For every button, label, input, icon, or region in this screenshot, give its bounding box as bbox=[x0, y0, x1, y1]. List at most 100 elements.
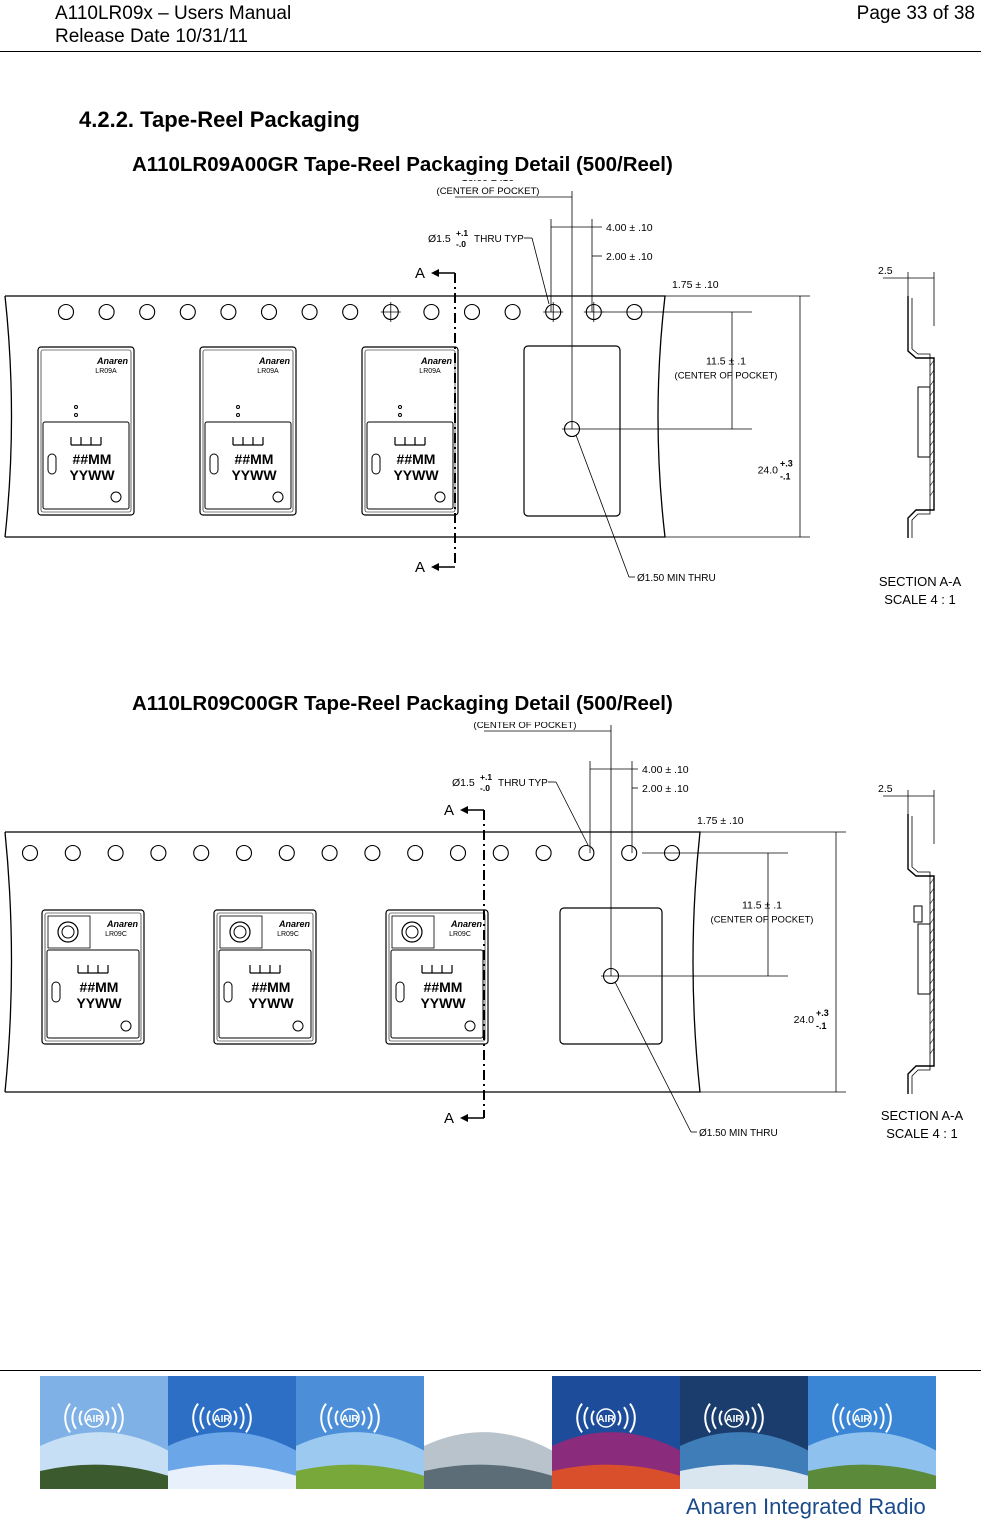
sprocket-hole bbox=[321, 844, 338, 862]
hole-leader bbox=[531, 237, 550, 305]
hatch-line bbox=[929, 1047, 935, 1055]
signal-arc-right bbox=[629, 1403, 636, 1433]
banner-foreground bbox=[424, 1464, 553, 1489]
hole-callout-text: Ø1.5 bbox=[452, 777, 475, 789]
banner-foreground bbox=[680, 1464, 809, 1489]
air-badge-ring bbox=[468, 1408, 488, 1428]
module-brand-label: Anaren bbox=[96, 356, 129, 366]
section-title-text: SECTION A-A bbox=[879, 574, 962, 589]
module-model-label: LR09C bbox=[105, 931, 127, 938]
footer-divider bbox=[0, 1370, 981, 1371]
signal-arc-right bbox=[373, 1403, 380, 1433]
air-badge-text: AIR bbox=[341, 1414, 359, 1425]
hatch-line bbox=[929, 449, 935, 457]
sprocket-hole bbox=[220, 303, 237, 321]
banner-photo-tile: AIR bbox=[40, 1376, 169, 1489]
module-corner-mark bbox=[120, 1020, 132, 1032]
module-code2: YYWW bbox=[69, 467, 115, 483]
module-shield bbox=[218, 949, 312, 1039]
signal-arc-right bbox=[617, 1410, 622, 1426]
section-marker-top: A bbox=[415, 265, 425, 282]
banner-photo-tile: AIR bbox=[808, 1376, 936, 1489]
module-oval-mark bbox=[371, 453, 381, 475]
module-connector-core bbox=[405, 925, 419, 939]
min-thru-text: Ø1.50 MIN THRU bbox=[637, 573, 716, 584]
module-shield bbox=[366, 421, 454, 510]
carrier-section-profile bbox=[907, 296, 935, 538]
module-corner-mark bbox=[464, 1020, 476, 1032]
module-oval-mark bbox=[209, 453, 219, 475]
hatch-line bbox=[929, 479, 935, 487]
hatch-line bbox=[929, 379, 935, 387]
module-code2: YYWW bbox=[248, 995, 294, 1011]
section-scale-text: SCALE 4 : 1 bbox=[884, 592, 956, 607]
arrowhead bbox=[460, 1114, 468, 1122]
module-model-label: LR09C bbox=[277, 931, 299, 938]
edge-dim-text: 1.75 ± .10 bbox=[697, 815, 744, 827]
hatch-line bbox=[929, 977, 935, 985]
hatch-line bbox=[929, 997, 935, 1005]
tape-width-tol-plus: +.3 bbox=[780, 459, 793, 469]
header-divider bbox=[0, 51, 981, 52]
module-code1: ##MM bbox=[80, 979, 119, 995]
hatch-line bbox=[929, 469, 935, 477]
hole-tol-minus: -.0 bbox=[480, 783, 490, 793]
hole-note-text: THRU TYP bbox=[498, 778, 548, 789]
page-number: Page 33 of 38 bbox=[856, 3, 975, 24]
module-inner-outline bbox=[202, 349, 294, 513]
hatch-line bbox=[929, 887, 935, 895]
module-in-section bbox=[917, 923, 931, 995]
module-oval-mark bbox=[47, 453, 57, 475]
module-code1: ##MM bbox=[424, 979, 463, 995]
module-dot bbox=[398, 405, 402, 409]
pocket-row-note: (CENTER OF POCKET) bbox=[711, 915, 814, 926]
section-title-text: SECTION A-A bbox=[881, 1108, 964, 1123]
signal-arc-left bbox=[462, 1410, 467, 1426]
air-badge-text: AIR bbox=[597, 1414, 615, 1425]
signal-arc-left bbox=[192, 1403, 199, 1433]
banner-foreground bbox=[808, 1464, 936, 1489]
module-connector-ring bbox=[57, 921, 79, 943]
tape-edge bbox=[5, 295, 666, 538]
module-oval-mark bbox=[51, 981, 61, 1003]
sprocket-hole bbox=[57, 303, 75, 321]
hatch-line bbox=[929, 897, 935, 905]
thickness-dim-text: 2.5 bbox=[878, 783, 893, 795]
module-shield bbox=[42, 421, 130, 510]
module-dot bbox=[74, 413, 78, 417]
banner-photo-tile: AIR bbox=[552, 1376, 681, 1489]
module-brand-label: Anaren bbox=[420, 356, 453, 366]
module-oval-mark bbox=[223, 981, 233, 1003]
tape-width-text: 24.0 bbox=[758, 465, 779, 477]
signal-arc-right bbox=[623, 1406, 629, 1430]
sprocket-hole bbox=[449, 844, 467, 862]
pocket-row-dim-text: 11.5 ± .1 bbox=[706, 356, 746, 368]
signal-arc-left bbox=[334, 1410, 339, 1426]
module-in-section bbox=[917, 386, 931, 458]
hole-offset-dim-text: 2.00 ± .10 bbox=[642, 783, 689, 795]
sprocket-hole bbox=[407, 844, 424, 862]
module-inner-outline bbox=[216, 912, 314, 1042]
hatch-line bbox=[929, 399, 935, 407]
signal-arc-right bbox=[239, 1406, 245, 1430]
hatch-line bbox=[929, 489, 935, 497]
signal-arc-right bbox=[117, 1403, 124, 1433]
signal-arc-left bbox=[448, 1403, 455, 1433]
pitch-dim-note: (CENTER OF POCKET) bbox=[437, 186, 540, 197]
signal-arc-right bbox=[245, 1403, 252, 1433]
hole-tol-plus: +.1 bbox=[480, 772, 492, 782]
module-inner-outline bbox=[40, 349, 132, 513]
sprocket-hole bbox=[64, 844, 81, 862]
hatch-line bbox=[929, 937, 935, 945]
module-shield bbox=[46, 949, 140, 1039]
module-outline bbox=[361, 346, 459, 516]
sprocket-hole bbox=[150, 844, 167, 862]
min-thru-leader bbox=[614, 981, 692, 1133]
banner-foreground bbox=[296, 1464, 425, 1489]
release-date: Release Date 10/31/11 bbox=[55, 26, 248, 47]
banner-foreground bbox=[552, 1464, 681, 1489]
module-dot bbox=[398, 413, 402, 417]
tape-width-tol-minus: -.1 bbox=[816, 1021, 827, 1031]
tape-reel-drawing-lr09c: AnarenLR09C##MMYYWWAnarenLR09C##MMYYWWAn… bbox=[4, 722, 964, 1141]
signal-arc-left bbox=[327, 1406, 333, 1430]
